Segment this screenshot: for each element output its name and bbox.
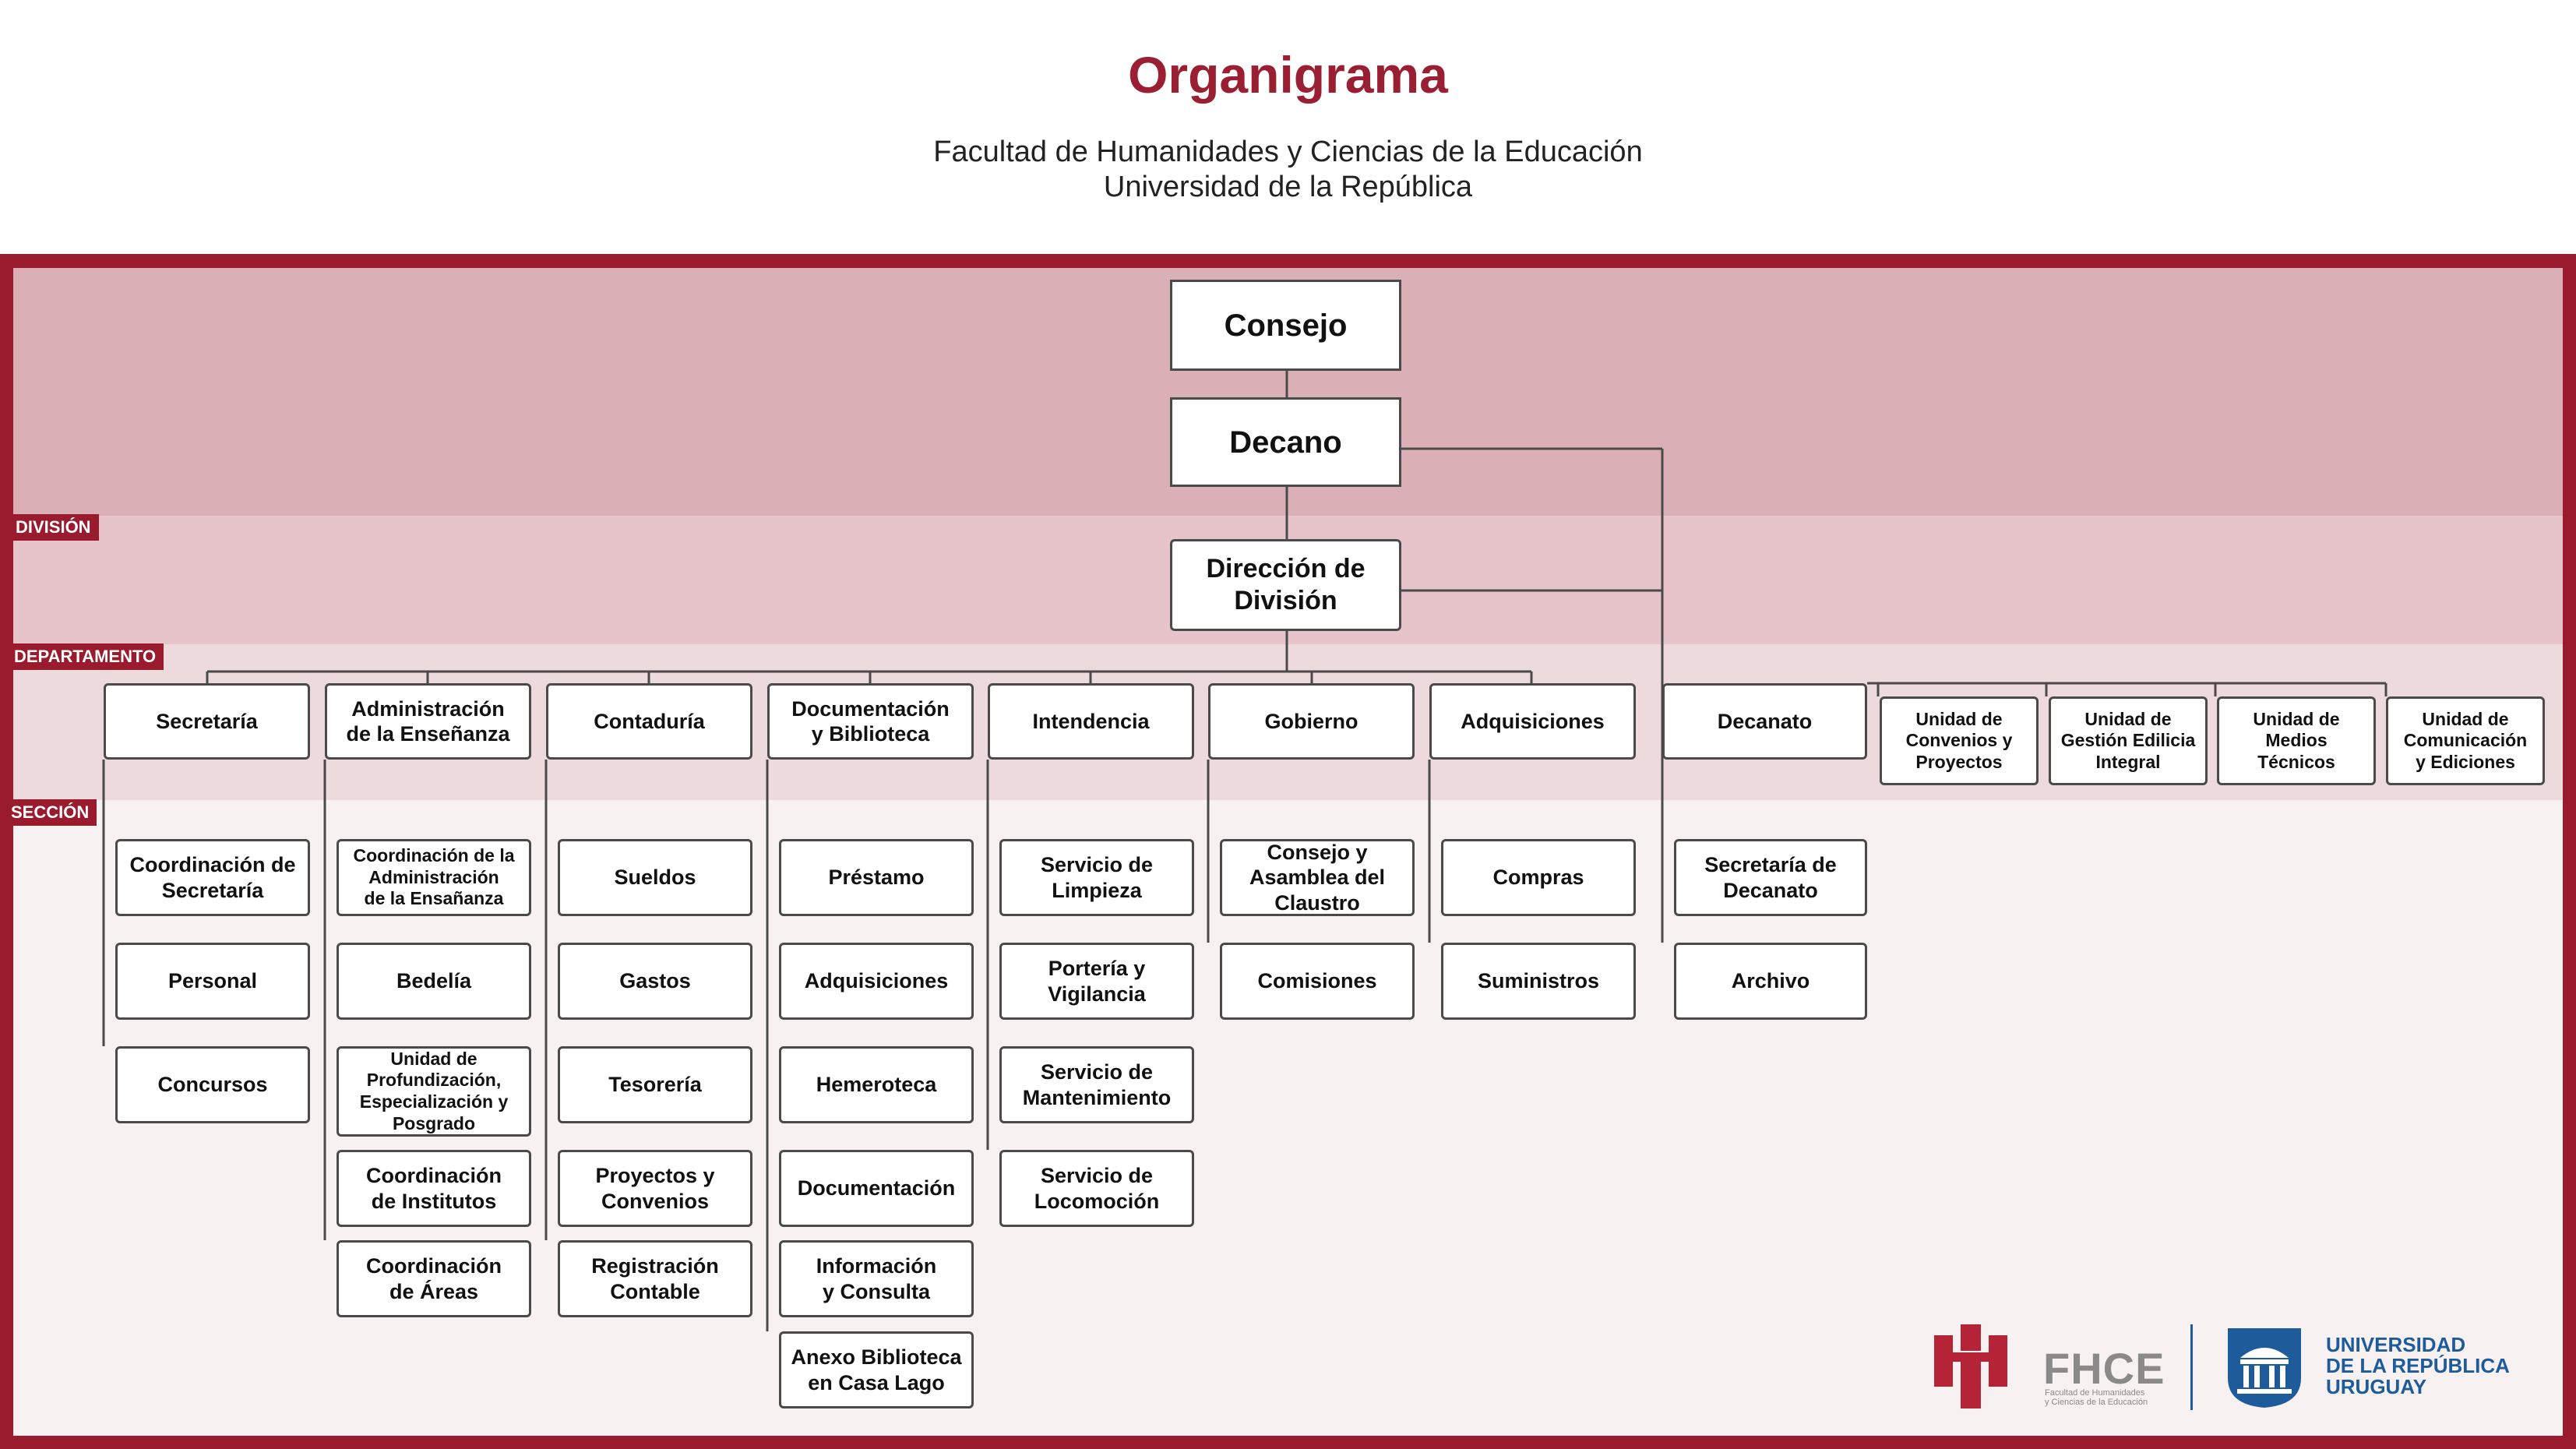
section-informacion-consulta: Información y Consulta <box>779 1240 974 1317</box>
logo-divider <box>2190 1324 2193 1410</box>
section-compras: Compras <box>1441 839 1636 916</box>
section-concursos: Concursos <box>115 1046 310 1123</box>
udelar-text-line3: URUGUAY <box>2326 1375 2427 1398</box>
dept-intendencia: Intendencia <box>988 683 1194 760</box>
section-profundizacion-posgrado: Unidad de Profundización, Especializació… <box>337 1046 531 1137</box>
section-archivo: Archivo <box>1674 943 1867 1020</box>
level-tag-departamento: DEPARTAMENTO <box>6 643 164 670</box>
udelar-seal-icon <box>2228 1328 2301 1408</box>
section-personal: Personal <box>115 943 310 1020</box>
dept-decanato: Decanato <box>1662 683 1867 760</box>
node-consejo: Consejo <box>1170 280 1401 371</box>
section-servicio-mantenimiento: Servicio de Mantenimiento <box>999 1046 1194 1123</box>
section-coordinacion-administracion: Coordinación de la Administración de la … <box>337 839 531 916</box>
section-comisiones: Comisiones <box>1220 943 1415 1020</box>
page-title: Organigrama <box>1128 46 1448 104</box>
section-anexo-casa-lago: Anexo Biblioteca en Casa Lago <box>779 1331 974 1408</box>
section-servicio-locomocion: Servicio de Locomoción <box>999 1150 1194 1227</box>
section-porteria-vigilancia: Portería y Vigilancia <box>999 943 1194 1020</box>
dept-administracion-ensenanza: Administración de la Enseñanza <box>325 683 531 760</box>
section-suministros: Suministros <box>1441 943 1636 1020</box>
unit-gestion-edilicia: Unidad de Gestión Edilicia Integral <box>2049 696 2208 785</box>
section-coordinacion-secretaria: Coordinación de Secretaría <box>115 839 310 916</box>
node-direccion-division: Dirección de División <box>1170 539 1401 631</box>
fhce-logo-text: FHCE <box>2043 1344 2165 1393</box>
section-gastos: Gastos <box>558 943 752 1020</box>
section-registracion-contable: Registración Contable <box>558 1240 752 1317</box>
section-proyectos-convenios: Proyectos y Convenios <box>558 1150 752 1227</box>
dept-documentacion-biblioteca: Documentación y Biblioteca <box>767 683 974 760</box>
fhce-logo-icon <box>1934 1324 2007 1408</box>
section-tesoreria: Tesorería <box>558 1046 752 1123</box>
udelar-text-line1: UNIVERSIDAD <box>2326 1333 2466 1356</box>
udelar-text-line2: DE LA REPÚBLICA <box>2326 1354 2510 1377</box>
unit-convenios-proyectos: Unidad de Convenios y Proyectos <box>1880 696 2039 785</box>
section-adquisiciones-biblioteca: Adquisiciones <box>779 943 974 1020</box>
dept-secretaria: Secretaría <box>104 683 310 760</box>
subtitle-faculty: Facultad de Humanidades y Ciencias de la… <box>933 136 1643 168</box>
unit-comunicacion-ediciones: Unidad de Comunicación y Ediciones <box>2386 696 2545 785</box>
level-tag-seccion: SECCIÓN <box>5 799 97 826</box>
section-hemeroteca: Hemeroteca <box>779 1046 974 1123</box>
subtitle-university: Universidad de la República <box>1103 171 1473 203</box>
dept-gobierno: Gobierno <box>1208 683 1415 760</box>
section-prestamo: Préstamo <box>779 839 974 916</box>
section-secretaria-decanato: Secretaría de Decanato <box>1674 839 1867 916</box>
section-documentacion: Documentación <box>779 1150 974 1227</box>
dept-contaduria: Contaduría <box>546 683 752 760</box>
section-consejo-asamblea-claustro: Consejo y Asamblea del Claustro <box>1220 839 1415 916</box>
section-coordinacion-areas: Coordinación de Áreas <box>337 1240 531 1317</box>
dept-adquisiciones: Adquisiciones <box>1429 683 1636 760</box>
section-bedelia: Bedelía <box>337 943 531 1020</box>
section-servicio-limpieza: Servicio de Limpieza <box>999 839 1194 916</box>
section-sueldos: Sueldos <box>558 839 752 916</box>
node-decano: Decano <box>1170 397 1401 487</box>
level-tag-division: DIVISIÓN <box>8 514 99 541</box>
fhce-logo-caption: Facultad de Humanidades y Ciencias de la… <box>2045 1388 2148 1407</box>
unit-medios-tecnicos: Unidad de Medios Técnicos <box>2217 696 2376 785</box>
section-coordinacion-institutos: Coordinación de Institutos <box>337 1150 531 1227</box>
